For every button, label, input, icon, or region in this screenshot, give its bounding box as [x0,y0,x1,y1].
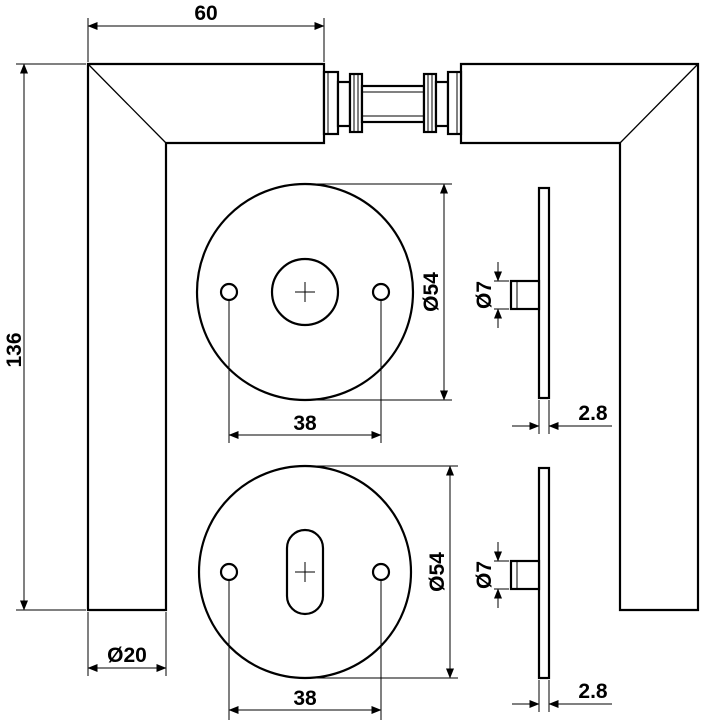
top-thickness-label: 2.8 [578,402,608,425]
dimension-height: 136 [3,63,86,611]
left-lever-handle [86,62,326,612]
dimension-top-pin-diameter: Ø7 [473,262,509,328]
dimension-top-rosette-diameter: Ø54 [305,183,452,401]
top-rosette-diameter-label: Ø54 [420,272,443,312]
bottom-rosette-side-view [509,466,551,680]
handle-length-label: 60 [194,2,217,25]
bottom-pin-diameter-label: Ø7 [473,561,496,589]
top-hole-spacing-label: 38 [293,412,317,435]
bottom-hole-spacing-label: 38 [293,687,317,710]
dimension-top-hole-spacing: 38 [228,300,382,443]
right-lever-handle [459,62,700,612]
dimension-handle-length: 60 [87,2,325,62]
dimension-bottom-thickness: 2.8 [512,680,612,712]
handle-diameter-label: Ø20 [107,644,147,667]
height-label: 136 [3,332,26,367]
dimension-bottom-pin-diameter: Ø7 [473,542,509,608]
bottom-rosette-diameter-label: Ø54 [426,552,449,592]
dimension-bottom-rosette-diameter: Ø54 [305,465,458,679]
dimension-bottom-hole-spacing: 38 [228,580,382,720]
top-rosette-side-view [509,186,551,400]
bottom-rosette [197,464,413,680]
bottom-thickness-label: 2.8 [578,680,608,703]
dimension-handle-diameter: Ø20 [87,612,167,676]
top-pin-diameter-label: Ø7 [473,281,496,309]
top-rosette [195,182,415,402]
dimension-top-thickness: 2.8 [512,400,612,434]
spindle-connector [322,70,463,136]
